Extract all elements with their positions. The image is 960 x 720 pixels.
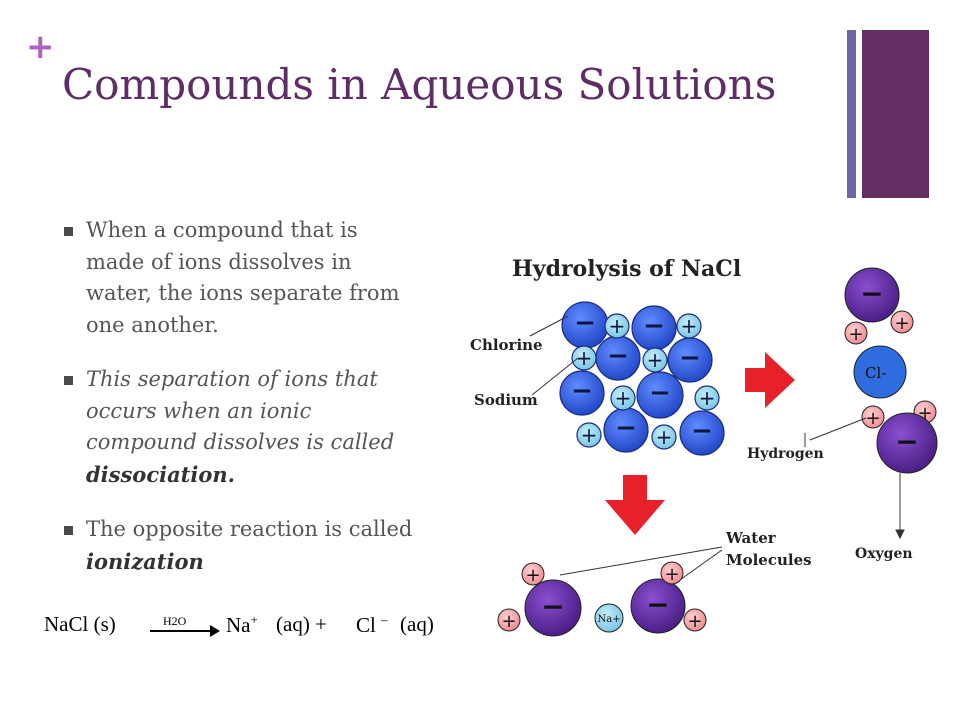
svg-text:−: − bbox=[607, 341, 629, 371]
bullet-square-icon bbox=[64, 526, 73, 535]
svg-text:−: − bbox=[895, 425, 918, 458]
reaction-arrow-icon bbox=[150, 625, 220, 637]
arrow-label: H2O bbox=[163, 614, 187, 628]
lattice-charges: − − − − − − − − + + + + + + + + bbox=[571, 308, 715, 449]
svg-text:−: − bbox=[615, 413, 637, 443]
svg-text:+: + bbox=[656, 425, 673, 449]
svg-text:+: + bbox=[848, 324, 863, 345]
svg-text:−: − bbox=[571, 376, 593, 406]
svg-text:+: + bbox=[681, 314, 698, 338]
equation-chloride-state: (aq) bbox=[400, 612, 434, 636]
bullet-square-icon bbox=[64, 227, 73, 236]
svg-text:+: + bbox=[894, 313, 909, 334]
equation-chloride: Cl – bbox=[356, 612, 388, 638]
water-pointers bbox=[559, 546, 723, 588]
bullet-text: This separation of ions that occurs when… bbox=[86, 367, 395, 454]
bullet-list: When a compound that is made of ions dis… bbox=[64, 215, 414, 601]
svg-text:+: + bbox=[609, 314, 626, 338]
equation-sodium-state: (aq) + bbox=[276, 612, 327, 636]
label-pointers bbox=[529, 315, 579, 396]
cluster-pointers bbox=[804, 417, 905, 540]
svg-text:−: − bbox=[541, 590, 564, 623]
bullet-text: When a compound that is made of ions dis… bbox=[86, 218, 400, 337]
label-sodium: Sodium bbox=[474, 391, 538, 409]
svg-text:−: − bbox=[860, 277, 883, 310]
svg-text:+: + bbox=[615, 386, 632, 410]
svg-text:+: + bbox=[581, 423, 598, 447]
svg-text:+: + bbox=[664, 564, 679, 585]
svg-text:+: + bbox=[525, 565, 540, 586]
svg-text:+: + bbox=[647, 348, 664, 372]
down-arrow-icon bbox=[605, 475, 665, 535]
bullet-item: When a compound that is made of ions dis… bbox=[64, 215, 414, 341]
svg-text:+: + bbox=[501, 611, 516, 632]
svg-text:+: + bbox=[865, 408, 880, 429]
svg-text:+: + bbox=[699, 386, 716, 410]
water-molecules bbox=[497, 561, 707, 637]
svg-text:−: − bbox=[679, 343, 701, 373]
label-chlorine: Chlorine bbox=[470, 336, 543, 354]
right-arrow-icon bbox=[745, 352, 795, 408]
decorative-bar-thin bbox=[847, 30, 856, 198]
svg-text:+: + bbox=[687, 611, 702, 632]
decorative-bar-thick bbox=[862, 30, 929, 198]
equation-sodium: Na+ bbox=[226, 612, 258, 638]
na-symbol: Na bbox=[226, 613, 251, 637]
equation-reactant: NaCl (s) bbox=[44, 612, 116, 636]
svg-text:−: − bbox=[691, 416, 713, 446]
bullet-emphasis: ionization bbox=[86, 548, 204, 574]
na-charge: + bbox=[250, 612, 258, 627]
svg-text:−: − bbox=[574, 308, 596, 338]
diagram-title: Hydrolysis of NaCl bbox=[512, 256, 741, 282]
hydrolysis-diagram: Hydrolysis of NaCl − − − − − − − − + + +… bbox=[470, 256, 938, 637]
svg-text:−: − bbox=[643, 311, 665, 341]
nacl-lattice bbox=[559, 301, 725, 456]
svg-text:+: + bbox=[917, 403, 932, 424]
svg-text:+: + bbox=[576, 346, 593, 370]
chloride-hydrated-cluster bbox=[844, 267, 938, 474]
bullet-item: This separation of ions that occurs when… bbox=[64, 364, 414, 491]
cluster-charges: − + + + + − bbox=[848, 277, 932, 458]
bullet-text: The opposite reaction is called bbox=[86, 517, 413, 541]
bullet-item: The opposite reaction is called ionizati… bbox=[64, 514, 414, 578]
svg-text:−: − bbox=[649, 378, 671, 408]
water-charges: − + + − + + bbox=[501, 564, 702, 632]
label-sodium-ion: Na+ bbox=[597, 614, 620, 625]
cl-symbol: Cl bbox=[356, 613, 376, 637]
cl-charge: – bbox=[381, 612, 388, 627]
bullet-emphasis: dissociation. bbox=[86, 461, 235, 487]
slide-plus-mark: + bbox=[26, 27, 55, 67]
label-water: Water bbox=[725, 529, 777, 547]
label-molecules: Molecules bbox=[726, 551, 812, 569]
slide-title: Compounds in Aqueous Solutions bbox=[62, 60, 777, 109]
label-oxygen: Oxygen bbox=[855, 546, 913, 562]
svg-text:−: − bbox=[646, 588, 669, 621]
bullet-square-icon bbox=[64, 376, 73, 385]
label-hydrogen: Hydrogen bbox=[747, 446, 824, 462]
label-chloride-ion: Cl- bbox=[865, 364, 886, 382]
